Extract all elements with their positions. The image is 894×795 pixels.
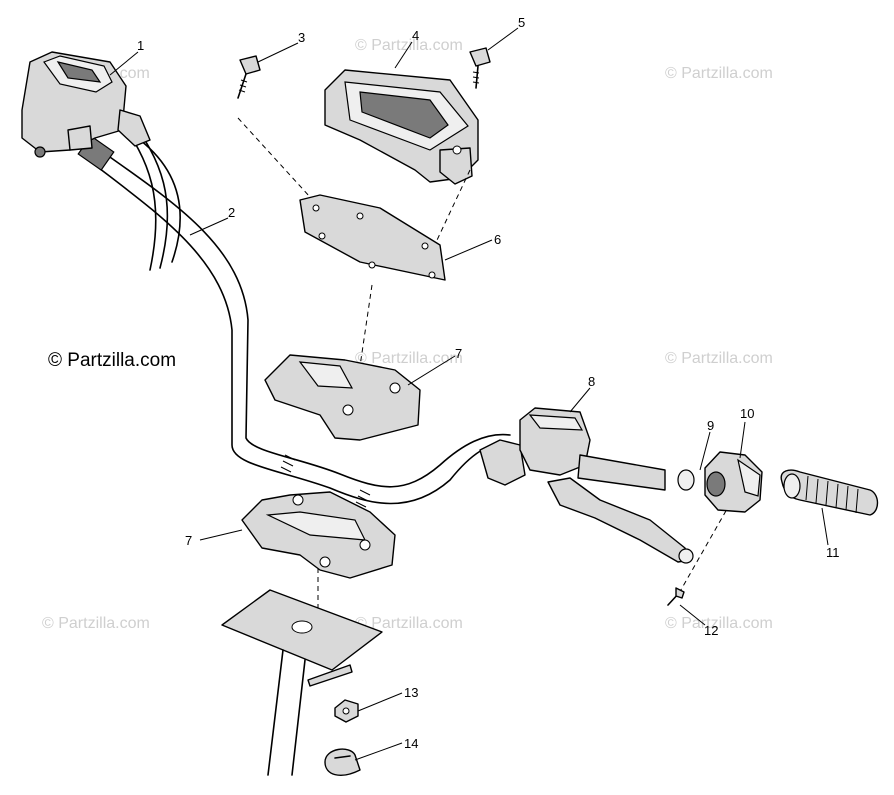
hand-grip bbox=[780, 469, 879, 516]
bolt-3 bbox=[237, 55, 261, 99]
callout-5: 5 bbox=[518, 15, 525, 30]
watermark: © Partzilla.com bbox=[665, 350, 773, 367]
watermark: © Partzilla.com bbox=[355, 350, 463, 367]
watermark: © Partzilla.com bbox=[355, 37, 463, 54]
screw bbox=[667, 587, 685, 606]
handlebar-cover bbox=[324, 69, 479, 185]
watermark: © Partzilla.com bbox=[42, 615, 150, 632]
callout-10: 10 bbox=[740, 406, 754, 421]
callout-8: 8 bbox=[588, 374, 595, 389]
callout-7-upper: 7 bbox=[455, 346, 462, 361]
callout-12: 12 bbox=[704, 623, 718, 638]
callout-7-lower: 7 bbox=[185, 533, 192, 548]
cable-clip bbox=[324, 748, 361, 776]
callout-1: 1 bbox=[137, 38, 144, 53]
callout-2: 2 bbox=[228, 205, 235, 220]
mounting-plate bbox=[299, 194, 446, 281]
copyright-notice: © Partzilla.com bbox=[48, 350, 176, 371]
watermark: © Partzilla.com bbox=[665, 65, 773, 82]
handlebar bbox=[77, 135, 511, 508]
callout-14: 14 bbox=[404, 736, 418, 751]
watermark: © Partzilla.com bbox=[665, 615, 773, 632]
brake-master-cylinder bbox=[479, 407, 694, 564]
throttle-control-assembly bbox=[21, 51, 151, 158]
watermark: © Partzilla.com bbox=[355, 615, 463, 632]
callout-11: 11 bbox=[826, 545, 840, 560]
nut bbox=[334, 699, 359, 723]
lower-clamp bbox=[241, 491, 396, 579]
switch-housing bbox=[704, 451, 763, 513]
callout-labels: 1 2 3 4 5 6 7 7 8 9 10 11 12 13 14 bbox=[137, 15, 840, 751]
steering-post bbox=[221, 589, 383, 776]
watermarks: © Partzilla.com © Partzilla.com © Partzi… bbox=[42, 37, 773, 632]
callout-6: 6 bbox=[494, 232, 501, 247]
callout-3: 3 bbox=[298, 30, 305, 45]
bolt-5 bbox=[469, 47, 491, 89]
callout-4: 4 bbox=[412, 28, 419, 43]
callout-13: 13 bbox=[404, 685, 418, 700]
plug bbox=[677, 469, 695, 491]
callout-9: 9 bbox=[707, 418, 714, 433]
leader-lines bbox=[109, 27, 829, 761]
upper-clamp-top bbox=[264, 354, 421, 441]
